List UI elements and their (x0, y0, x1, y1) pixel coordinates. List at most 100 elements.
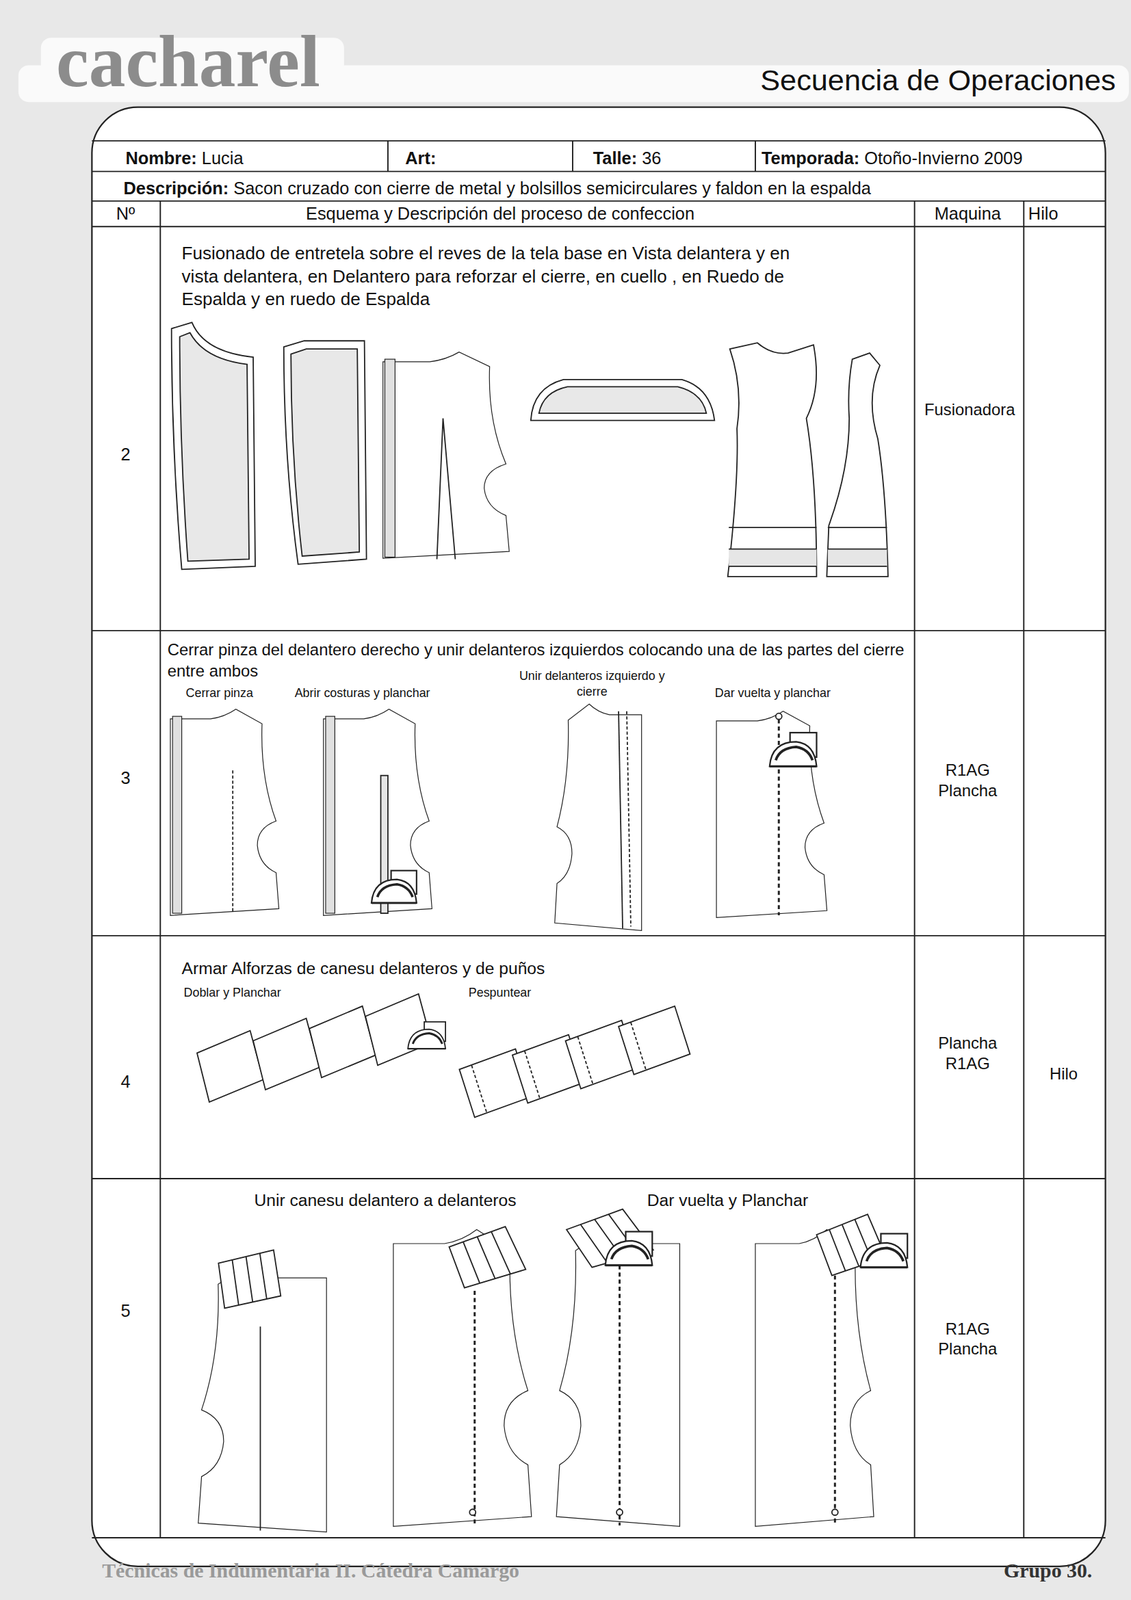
step2-pieces (171, 322, 256, 570)
step3-pieces (325, 716, 335, 914)
table-grid (387, 140, 389, 172)
field-value: Lucia (201, 147, 244, 169)
sub-step-label: Doblar y Planchar (184, 985, 282, 1001)
sub-step-label: Dar vuelta y planchar (715, 686, 831, 701)
table-grid (91, 225, 1105, 228)
step5-pieces (448, 1226, 526, 1289)
step5-pieces (476, 1237, 495, 1279)
step5-pieces (469, 1509, 476, 1516)
step2-pieces (728, 549, 817, 567)
footer-text: Técnicas de Indumentaria II. Cátedra Cam… (101, 1558, 520, 1584)
step3-pieces (716, 711, 828, 919)
machine-name: Fusionadora (924, 400, 1016, 421)
step2-pieces (827, 549, 888, 567)
step-description: Armar Alforzas de canesu delanteros y de… (182, 958, 546, 980)
step2-pieces (728, 565, 817, 568)
table-grid (914, 201, 916, 1539)
step4-strips (577, 1037, 593, 1086)
step3-pieces (554, 704, 642, 931)
step3-pieces (618, 711, 623, 930)
step3-pieces (231, 770, 234, 914)
machine-name: Plancha R1AG (927, 1033, 1008, 1075)
step5-pieces (260, 1326, 262, 1531)
step5-pieces (246, 1256, 254, 1303)
step3-pieces (172, 716, 182, 914)
row-number: 5 (120, 1300, 130, 1322)
step2-pieces (530, 379, 715, 421)
step5-pieces (829, 1230, 845, 1272)
step2-pieces (826, 353, 889, 577)
step4-strips (471, 1065, 487, 1114)
table-grid (91, 1178, 1105, 1180)
step5-pieces (473, 1291, 476, 1526)
step-description: Fusionado de entretela sobre el reves de… (182, 242, 820, 312)
step5-pieces (834, 1276, 837, 1526)
page-title: Secuencia de Operaciones (760, 62, 1116, 99)
step5-pieces (218, 1250, 281, 1309)
step2-pieces (171, 322, 889, 577)
step4-strips (630, 1022, 646, 1071)
step5-pieces (231, 1260, 239, 1306)
step4-strips (407, 1022, 446, 1049)
machine-name: R1AG Plancha (927, 760, 1008, 802)
step4-strips (618, 1006, 690, 1075)
step3-pieces (323, 709, 433, 917)
brand-logo: cacharel (56, 24, 321, 98)
sub-step-label: Pespuntear (468, 985, 532, 1001)
sub-step-label: Cerrar pinza (186, 686, 254, 701)
step4-strips (524, 1050, 540, 1099)
table-grid (91, 140, 1105, 1539)
table-grid (159, 201, 161, 1539)
step2-pieces (728, 526, 817, 529)
sub-step-label: Abrir costuras y planchar (294, 686, 431, 701)
table-grid (754, 140, 757, 172)
table-grid (91, 630, 1105, 632)
step5-pieces (616, 1509, 623, 1516)
step5-pieces (566, 1209, 654, 1268)
step5-pieces (463, 1241, 480, 1283)
row-number: 4 (120, 1071, 130, 1092)
column-header: Nº (116, 203, 136, 224)
step3-pieces (775, 713, 783, 720)
step2-pieces (179, 332, 250, 562)
step2-pieces (827, 565, 888, 568)
column-header: Maquina (934, 203, 1001, 224)
step2-pieces (384, 359, 395, 557)
step-description: Dar vuelta y Planchar (647, 1190, 809, 1212)
field-label: Talle: (593, 147, 637, 169)
step5-pieces (605, 1231, 653, 1266)
step2-pieces (437, 418, 456, 560)
field-label: Art: (405, 147, 436, 169)
field-label: Nombre: (125, 147, 198, 169)
step3-pieces (170, 709, 280, 917)
table-grid (91, 935, 1105, 937)
step5-pieces (260, 1253, 267, 1300)
machine-name: R1AG Plancha (927, 1319, 1008, 1361)
step-description: Unir canesu delantero a delanteros (253, 1190, 516, 1212)
step5-pieces (860, 1233, 908, 1268)
field-label: Descripción: (123, 177, 230, 199)
step2-pieces (728, 342, 817, 577)
step3-pieces (170, 704, 828, 931)
step5-pieces (491, 1231, 511, 1274)
step2-pieces (728, 548, 817, 551)
column-header: Esquema y Descripción del proceso de con… (305, 203, 695, 224)
step2-pieces (283, 340, 367, 565)
step2-pieces (539, 386, 707, 414)
step4-strips (197, 994, 690, 1118)
table-grid (91, 140, 1105, 142)
step2-pieces (827, 548, 888, 551)
step2-pieces (290, 348, 360, 557)
field-label: Temporada: (761, 147, 860, 169)
step5-pieces (832, 1509, 839, 1516)
table-grid (572, 140, 574, 172)
table-grid (1022, 201, 1025, 1539)
step5-pieces (580, 1224, 608, 1264)
step5-pieces (842, 1224, 860, 1267)
step5-pieces (618, 1265, 621, 1526)
step3-pieces (769, 732, 817, 767)
step5-pieces (556, 1230, 680, 1528)
